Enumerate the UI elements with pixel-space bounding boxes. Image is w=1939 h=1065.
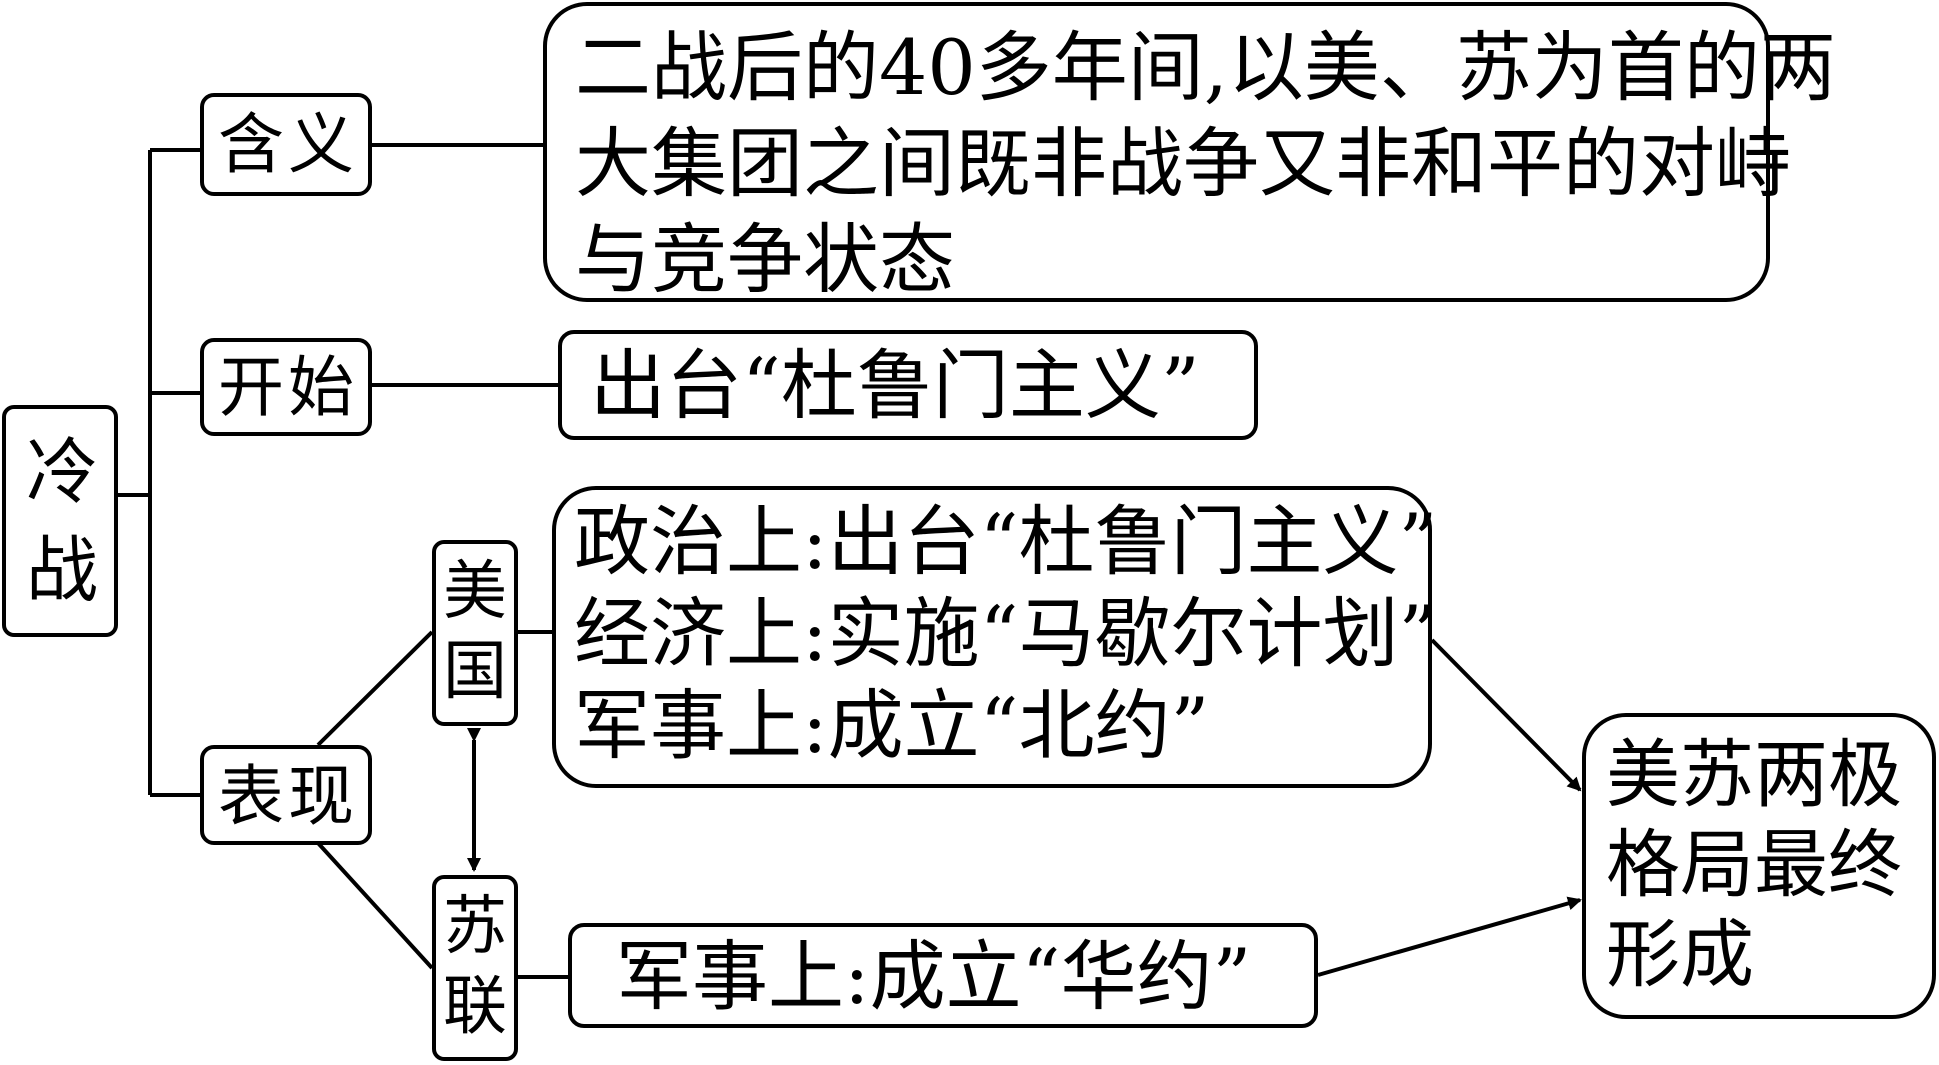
branch-start: 开始 bbox=[200, 338, 372, 436]
ussr-node: 苏 联 bbox=[432, 875, 518, 1061]
usa-label-2: 国 bbox=[443, 635, 507, 709]
branch-meaning: 含义 bbox=[200, 93, 372, 196]
usa-detail-box: 政治上:出台“杜鲁门主义” 经济上:实施“马歇尔计划” 军事上:成立“北约” bbox=[552, 486, 1437, 788]
start-detail-text: 出台“杜鲁门主义” bbox=[590, 341, 1200, 430]
result-line-3: 形成 bbox=[1606, 912, 1754, 998]
root-node-cold-war: 冷 战 bbox=[2, 405, 118, 637]
result-line-1: 美苏两极 bbox=[1606, 732, 1902, 818]
ussr-detail-box: 军事上:成立“华约” bbox=[568, 923, 1318, 1028]
manifest-to-usa bbox=[316, 630, 434, 747]
usa-economy: 经济上:实施“马歇尔计划” bbox=[574, 589, 1438, 678]
usa-military: 军事上:成立“北约” bbox=[574, 681, 1210, 770]
ussr-label-2: 联 bbox=[443, 970, 507, 1044]
usa-label-1: 美 bbox=[443, 555, 507, 629]
branch-manifest: 表现 bbox=[200, 745, 372, 845]
result-line-2: 格局最终 bbox=[1606, 822, 1902, 908]
root-label-2: 战 bbox=[25, 528, 98, 612]
branch-start-label: 开始 bbox=[218, 349, 358, 426]
usa-politics: 政治上:出台“杜鲁门主义” bbox=[574, 497, 1438, 586]
meaning-detail-line-1: 二战后的40多年间,以美、苏为首的两 bbox=[575, 23, 1836, 112]
branch-manifest-label: 表现 bbox=[218, 758, 358, 835]
usa-node: 美 国 bbox=[432, 540, 518, 726]
meaning-detail-line-2: 大集团之间既非战争又非和平的对峙 bbox=[575, 119, 1791, 208]
ussr-military: 军事上:成立“华约” bbox=[616, 932, 1252, 1021]
meaning-detail-box: 二战后的40多年间,以美、苏为首的两 大集团之间既非战争又非和平的对峙 与竞争状… bbox=[543, 2, 1836, 304]
root-label-1: 冷 bbox=[25, 430, 98, 514]
manifest-to-ussr bbox=[316, 841, 434, 970]
ussr-label-1: 苏 bbox=[443, 890, 507, 964]
result-box: 美苏两极 格局最终 形成 bbox=[1582, 713, 1936, 1019]
branch-meaning-label: 含义 bbox=[218, 106, 358, 183]
usa-to-result-arrow bbox=[1430, 638, 1582, 792]
ussr-to-result-arrow bbox=[1317, 896, 1582, 977]
meaning-detail-line-3: 与竞争状态 bbox=[575, 215, 955, 304]
start-detail-box: 出台“杜鲁门主义” bbox=[558, 330, 1258, 440]
